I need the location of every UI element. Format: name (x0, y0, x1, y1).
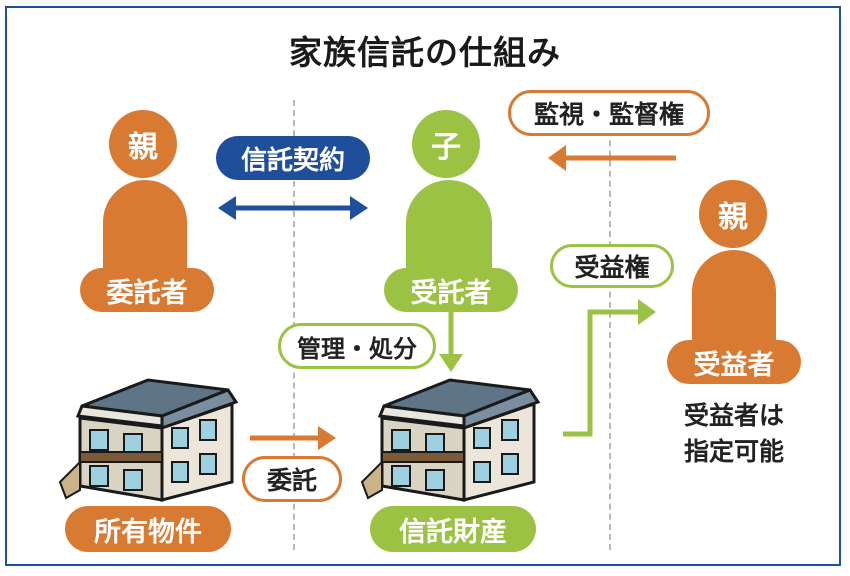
owned-property-pill: 所有物件 (65, 506, 231, 552)
supervision-label: 監視・監督権 (533, 100, 684, 129)
beneficiary-head: 親 (699, 180, 767, 248)
trust-contract-pill: 信託契約 (216, 136, 370, 180)
trustee-head: 子 (412, 110, 480, 178)
beneficial-right-arrow (563, 299, 656, 437)
trust-contract-label: 信託契約 (240, 145, 345, 176)
trust-property-pill: 信託財産 (370, 506, 536, 552)
entrust-pill: 委託 (242, 456, 342, 502)
management-pill: 管理・処分 (278, 323, 436, 369)
management-label: 管理・処分 (297, 334, 417, 363)
beneficiary-role-label: 受益者 (693, 349, 775, 381)
beneficiary-role-pill: 受益者 (667, 340, 801, 384)
trust-property-label: 信託財産 (399, 516, 507, 548)
contract-double-arrow (218, 196, 368, 220)
beneficial-right-label: 受益権 (574, 253, 650, 282)
management-arrow (439, 312, 463, 372)
supervision-arrow (548, 145, 676, 171)
settlor-head: 親 (109, 110, 177, 178)
trustee-role-label: 受託者 (410, 277, 492, 309)
apartment-building-icon (360, 378, 541, 502)
settlor-role-pill: 委託者 (80, 268, 214, 312)
beneficial-right-pill: 受益権 (550, 244, 674, 288)
entrust-label: 委託 (266, 466, 317, 495)
settlor-role-label: 委託者 (106, 277, 188, 309)
beneficiary-note: 受益者は 指定可能 (664, 398, 804, 470)
beneficiary-body (692, 250, 776, 345)
owned-property-label: 所有物件 (94, 516, 202, 548)
entrust-arrow (250, 426, 336, 450)
trustee-head-label: 子 (431, 130, 461, 165)
beneficiary-note-line1: 受益者は (683, 401, 784, 430)
trustee-body (406, 180, 492, 275)
diagram-title: 家族信託の仕組み (289, 33, 561, 72)
beneficiary-head-label: 親 (718, 200, 748, 235)
settlor-body (103, 180, 187, 275)
beneficiary-note-line2: 指定可能 (683, 437, 784, 466)
settlor-head-label: 親 (128, 130, 158, 165)
apartment-building-icon (58, 378, 239, 502)
trustee-role-pill: 受託者 (384, 268, 518, 312)
divider-right (609, 100, 611, 550)
supervision-pill: 監視・監督権 (508, 90, 710, 136)
